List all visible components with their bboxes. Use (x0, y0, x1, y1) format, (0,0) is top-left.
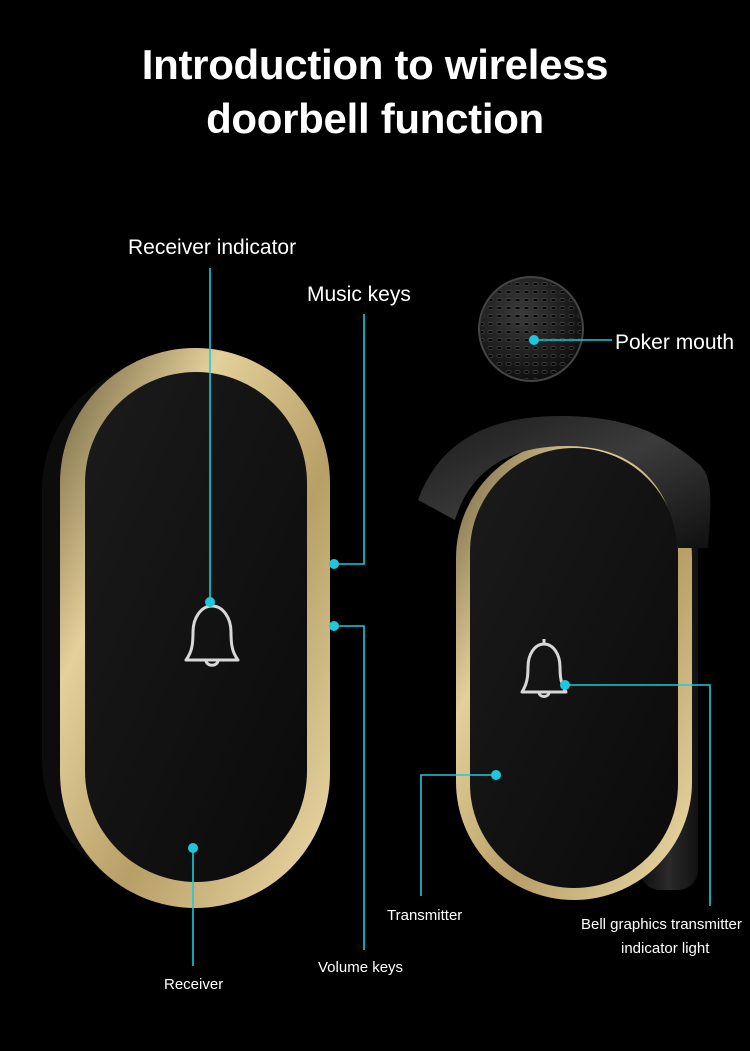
music-keys-label: Music keys (307, 283, 411, 306)
transmitter-face (470, 448, 678, 888)
callout-dot-volume-keys (329, 621, 339, 631)
receiver-label: Receiver (164, 976, 224, 993)
receiver-indicator-label: Receiver indicator (128, 236, 297, 259)
callout-line-bell-graphics (565, 684, 711, 906)
poker-mouth-label: Poker mouth (615, 331, 735, 354)
callout-line-transmitter (420, 774, 496, 896)
speaker-grille-icon (478, 276, 584, 382)
callout-line-music-keys (334, 314, 365, 565)
transmitter-rain-hood (418, 416, 711, 548)
bell-graphics-label-line-1: Bell graphics transmitter (581, 916, 742, 933)
callout-dot-poker-mouth (529, 335, 539, 345)
callout-lines (192, 268, 711, 966)
bell-icon (520, 639, 568, 698)
page-title: Introduction to wireless doorbell functi… (0, 38, 750, 146)
receiver-device (42, 348, 330, 908)
transmitter-device (418, 416, 711, 900)
title-line-2: doorbell function (206, 95, 544, 142)
callout-dots (188, 335, 570, 853)
title-line-1: Introduction to wireless (141, 41, 609, 88)
callout-dot-receiver (188, 843, 198, 853)
callout-line-volume-keys (334, 625, 365, 950)
receiver-face (85, 372, 307, 882)
bell-graphics-label-line-2: indicator light (621, 940, 710, 957)
callout-dot-transmitter (491, 770, 501, 780)
callout-dot-receiver-indicator (205, 597, 215, 607)
transmitter-label: Transmitter (387, 907, 463, 924)
callout-dot-music-keys (329, 559, 339, 569)
volume-keys-label: Volume keys (318, 959, 404, 976)
callout-dot-bell-graphics (560, 680, 570, 690)
